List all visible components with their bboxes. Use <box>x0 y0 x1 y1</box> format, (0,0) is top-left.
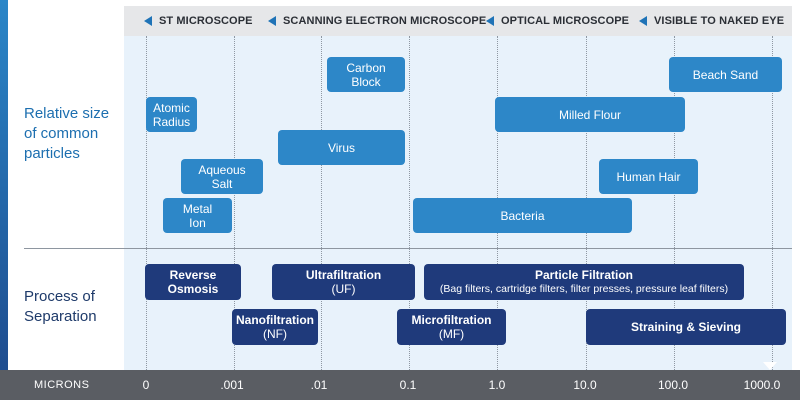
particle-human-hair: Human Hair <box>599 159 698 194</box>
gridline <box>234 36 235 370</box>
axis-pointer-icon <box>763 362 777 370</box>
particle-milled-flour: Milled Flour <box>495 97 685 132</box>
microscope-scale-header: ST MICROSCOPE SCANNING ELECTRON MICROSCO… <box>124 6 792 36</box>
microns-axis-bar <box>0 370 800 400</box>
particle-atomic-radius: Atomic Radius <box>146 97 197 132</box>
gridline <box>146 36 147 370</box>
gridline <box>674 36 675 370</box>
particle-bacteria: Bacteria <box>413 198 632 233</box>
gridline <box>409 36 410 370</box>
axis-tick-label: 0 <box>142 378 150 392</box>
process-particle-filtration: Particle Filtration (Bag filters, cartri… <box>424 264 744 300</box>
process-microfiltration: Microfiltration (MF) <box>397 309 506 345</box>
axis-title: MICRONS <box>34 379 90 391</box>
triangle-left-icon <box>268 16 276 26</box>
gridline <box>772 36 773 370</box>
particle-carbon-block: Carbon Block <box>327 57 405 92</box>
triangle-left-icon <box>639 16 647 26</box>
process-reverse-osmosis: Reverse Osmosis <box>145 264 241 300</box>
section-divider <box>24 248 792 249</box>
process-ultrafiltration: Ultrafiltration (UF) <box>272 264 415 300</box>
axis-tick-label: 0.1 <box>399 378 417 392</box>
particle-virus: Virus <box>278 130 405 165</box>
left-accent-bar <box>0 0 8 372</box>
process-straining-sieving: Straining & Sieving <box>586 309 786 345</box>
triangle-left-icon <box>144 16 152 26</box>
axis-tick-label: 10.0 <box>573 378 597 392</box>
row-label-process: Process of Separation <box>24 288 97 325</box>
particle-beach-sand: Beach Sand <box>669 57 782 92</box>
triangle-left-icon <box>486 16 494 26</box>
particle-aqueous-salt: Aqueous Salt <box>181 159 263 194</box>
header-optical-microscope: OPTICAL MICROSCOPE <box>486 6 629 36</box>
axis-tick-label: .01 <box>310 378 328 392</box>
header-visible-to-naked-eye: VISIBLE TO NAKED EYE <box>639 6 784 36</box>
axis-tick-label: 100.0 <box>657 378 689 392</box>
particle-metal-ion: Metal Ion <box>163 198 232 233</box>
axis-tick-label: 1000.0 <box>743 378 781 392</box>
axis-tick-label: .001 <box>220 378 244 392</box>
row-label-particles: Relative size of common particles <box>24 105 110 162</box>
process-nanofiltration: Nanofiltration (NF) <box>232 309 318 345</box>
header-scanning-electron-microscope: SCANNING ELECTRON MICROSCOPE <box>268 6 486 36</box>
header-st-microscope: ST MICROSCOPE <box>144 6 253 36</box>
axis-tick-label: 1.0 <box>488 378 506 392</box>
gridline <box>321 36 322 370</box>
